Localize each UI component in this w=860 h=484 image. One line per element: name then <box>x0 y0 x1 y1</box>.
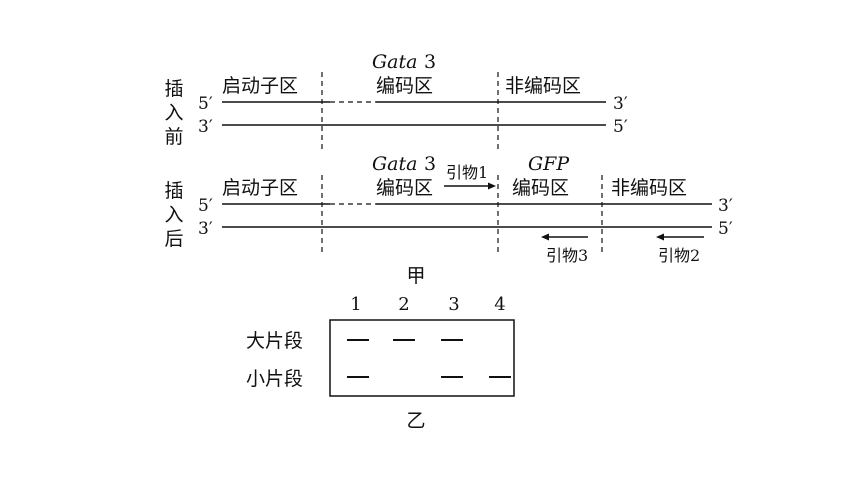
after-gene-name: Gata <box>372 153 417 175</box>
figure-a-label: 甲 <box>406 265 425 287</box>
before-side-char-2: 入 <box>164 102 183 124</box>
gel-panel: 1 2 3 4 大片段 小片段 乙 <box>246 294 515 432</box>
before-top-3prime: 3′ <box>613 94 628 114</box>
before-side-char-1: 插 <box>164 78 183 100</box>
gel-frame <box>329 319 515 397</box>
primer3-arrow-head <box>541 233 549 241</box>
gel-bands <box>347 339 511 378</box>
gfp-gene-name: GFP <box>528 153 570 175</box>
after-promoter-label: 启动子区 <box>222 177 298 199</box>
after-side-char-1: 插 <box>164 180 183 202</box>
after-gene-number: 3 <box>424 153 436 175</box>
before-bottom-3prime: 3′ <box>198 117 213 137</box>
gfp-coding-label: 编码区 <box>512 177 569 199</box>
lane-label-1: 1 <box>350 294 361 315</box>
after-insertion-panel: 插 入 后 5′ 3′ 3′ 5′ 启动子区 Gata 3 编码区 GFP 编码… <box>164 153 732 265</box>
before-top-5prime: 5′ <box>198 94 213 114</box>
after-top-3prime: 3′ <box>718 196 733 216</box>
before-gene-name: Gata <box>372 51 417 73</box>
primer3-label: 引物3 <box>546 246 588 265</box>
primer1-label: 引物1 <box>446 163 488 182</box>
after-coding-label: 编码区 <box>376 177 433 199</box>
primer2-arrow-head <box>656 233 664 241</box>
primer1-arrow-head <box>488 182 496 190</box>
before-gene-number: 3 <box>424 51 436 73</box>
before-noncoding-label: 非编码区 <box>505 75 581 97</box>
primer2-label: 引物2 <box>658 246 700 265</box>
after-bottom-3prime: 3′ <box>198 219 213 239</box>
lane-label-2: 2 <box>398 294 409 315</box>
after-side-char-2: 入 <box>164 204 183 226</box>
after-top-5prime: 5′ <box>198 196 213 216</box>
lane-label-4: 4 <box>494 294 505 315</box>
after-noncoding-label: 非编码区 <box>611 177 687 199</box>
lane-label-3: 3 <box>448 294 459 315</box>
after-side-char-3: 后 <box>164 228 183 250</box>
small-fragment-label: 小片段 <box>246 368 303 390</box>
large-fragment-label: 大片段 <box>246 330 303 352</box>
after-bottom-5prime: 5′ <box>718 219 733 239</box>
before-coding-label: 编码区 <box>376 75 433 97</box>
before-side-char-3: 前 <box>164 126 183 148</box>
before-insertion-panel: 插 入 前 5′ 3′ 3′ 5′ 启动子区 Gata 3 编码区 非编码区 <box>164 51 628 150</box>
figure-b-label: 乙 <box>406 410 425 432</box>
before-promoter-label: 启动子区 <box>222 75 298 97</box>
before-bottom-5prime: 5′ <box>613 117 628 137</box>
